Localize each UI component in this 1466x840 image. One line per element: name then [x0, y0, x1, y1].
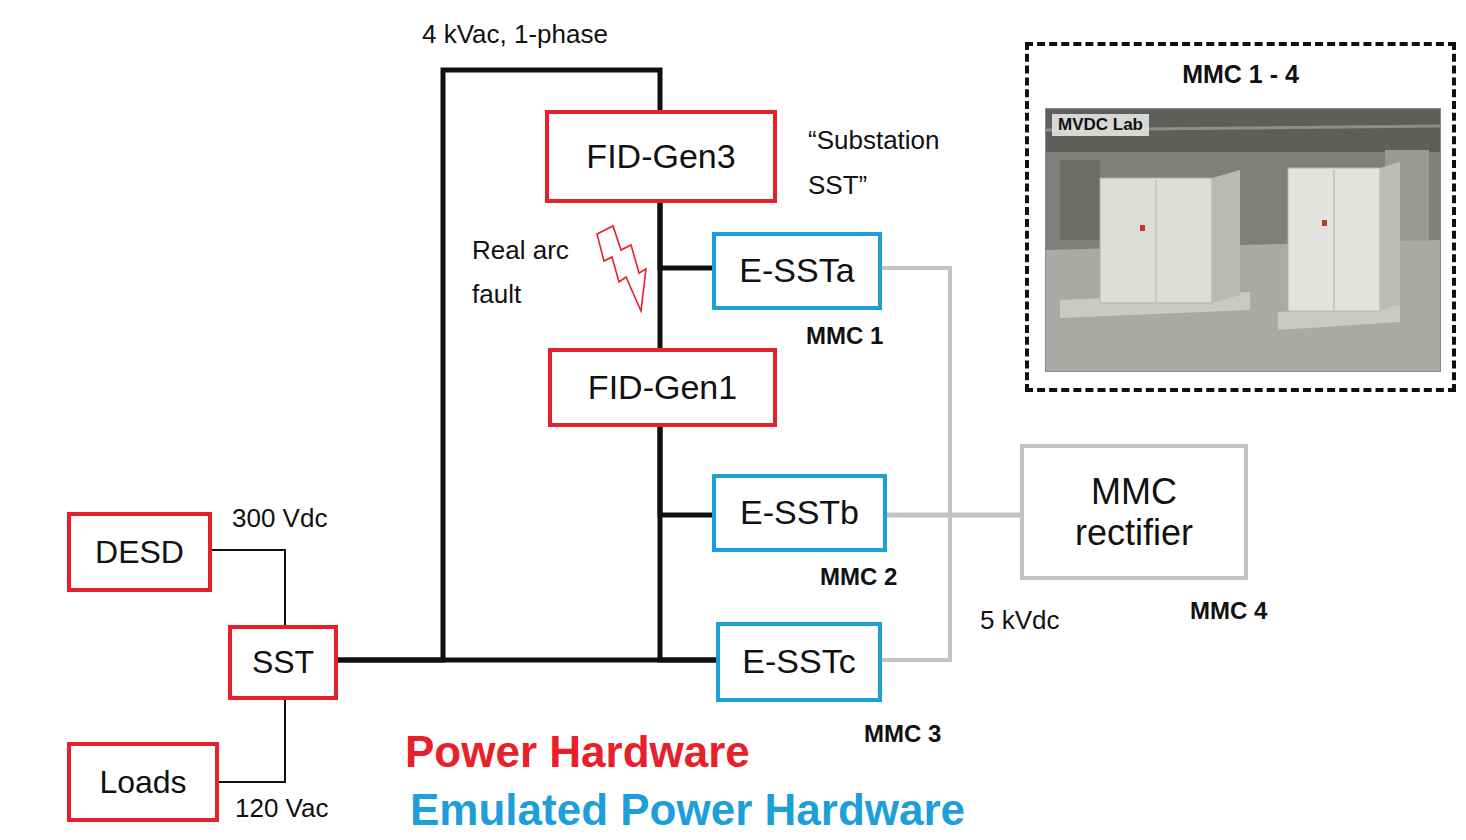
power-line [660, 203, 712, 268]
annotation-text: “Substation SST” [808, 118, 988, 208]
fault-annotation: Real arc fault [472, 228, 592, 316]
photo-cabinet [1288, 168, 1380, 311]
voltage-label: 120 Vac [233, 794, 330, 824]
voltage-label: 300 Vdc [230, 504, 329, 534]
group-title: MMC 1 - 4 [1182, 60, 1299, 89]
photo-caption: MVDC Lab [1052, 114, 1149, 136]
legend-item: Emulated Power Hardware [410, 786, 965, 834]
photo-cabinet-door [1334, 170, 1335, 310]
power-line [219, 700, 285, 782]
box-label: FID-Gen1 [588, 368, 737, 407]
photo-cabinet-door [1156, 180, 1157, 302]
photo-indicator [1140, 225, 1145, 231]
converter-box: MMC rectifier [1020, 444, 1248, 580]
lab-photo [1045, 108, 1441, 372]
photo-cabinet-side [1380, 162, 1400, 311]
lab-photo-frame: MVDC Lab [1045, 108, 1441, 372]
emulated-hardware-box: E-SSTc [716, 622, 882, 702]
power-hardware-box: FID-Gen3 [545, 110, 777, 203]
power-line [212, 550, 285, 625]
legend-text: Emulated Power Hardware [410, 785, 965, 834]
power-hardware-box: FID-Gen1 [548, 348, 777, 427]
photo-wall-panel [1060, 160, 1100, 240]
emulated-hardware-box: E-SSTb [712, 474, 887, 552]
power-hardware-box: DESD [67, 512, 212, 592]
connector-group [212, 70, 1020, 782]
module-tag: MMC 2 [820, 563, 897, 591]
dashed-group-box: MMC 1 - 4 MVDC Lab [1025, 42, 1456, 392]
module-tag: MMC 3 [864, 720, 941, 748]
power-line [338, 658, 716, 663]
photo-cabinet [1100, 178, 1212, 303]
box-label: DESD [95, 534, 184, 571]
box-label: E-SSTa [739, 251, 854, 290]
power-hardware-box: SST [228, 625, 338, 700]
photo-cabinet-side [1212, 170, 1240, 303]
power-line [660, 427, 712, 515]
box-label: Loads [99, 764, 186, 801]
legend-text: Power Hardware [405, 727, 750, 776]
box-label: MMC rectifier [1049, 471, 1219, 554]
dc-link-line [882, 515, 1020, 660]
photo-indicator [1322, 220, 1327, 226]
box-label: E-SSTc [742, 642, 855, 681]
module-tag: MMC 4 [1190, 597, 1267, 625]
power-line [660, 427, 716, 660]
module-tag: MMC 1 [806, 322, 883, 350]
emulated-hardware-box: E-SSTa [712, 232, 882, 310]
legend-item: Power Hardware [405, 728, 750, 776]
box-label: FID-Gen3 [586, 137, 735, 176]
voltage-label: 4 kVac, 1-phase [420, 20, 610, 50]
arc-fault-bolt [597, 226, 646, 311]
power-hardware-box: Loads [67, 742, 219, 822]
box-label: E-SSTb [740, 493, 859, 532]
voltage-label: 5 kVdc [980, 606, 1060, 636]
dc-link-line [882, 268, 1020, 515]
photo-ceiling [1045, 108, 1441, 152]
photo-background [1045, 108, 1441, 372]
box-label: SST [252, 644, 314, 681]
